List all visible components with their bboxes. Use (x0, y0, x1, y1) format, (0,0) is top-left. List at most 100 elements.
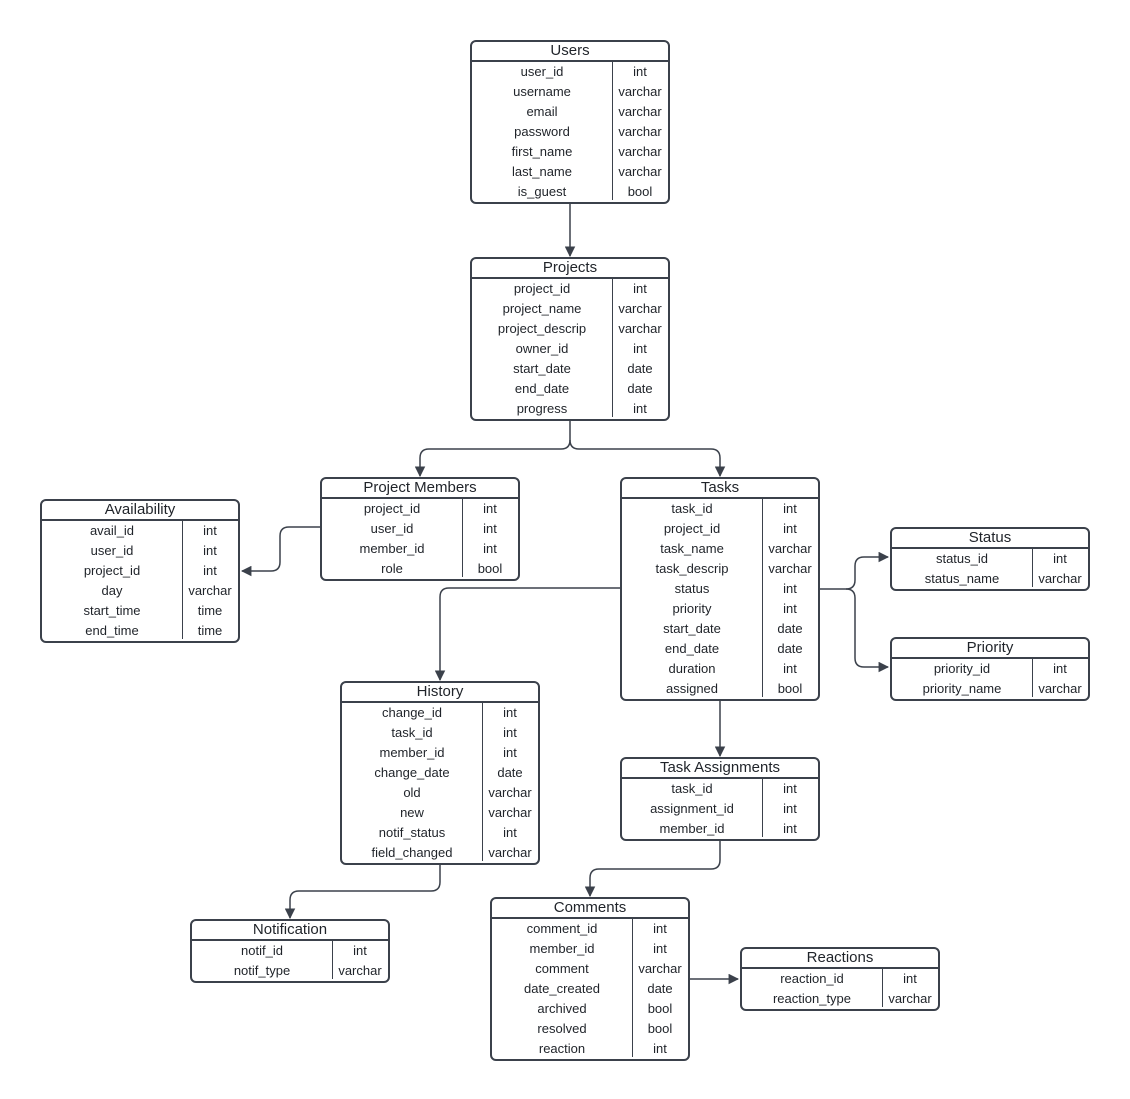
field-name: assigned (665, 681, 719, 696)
field-type: int (203, 563, 217, 578)
field-name: project_id (663, 521, 721, 536)
table-title: Reactions (742, 949, 938, 969)
field-name: email (526, 104, 558, 119)
field-type: varchar (618, 144, 662, 159)
column-divider (332, 941, 333, 979)
field-type: int (483, 501, 497, 516)
field-name: project_id (83, 563, 141, 578)
field-type: int (483, 541, 497, 556)
field-type: varchar (488, 785, 532, 800)
column-divider (482, 703, 483, 861)
field-type: varchar (618, 321, 662, 336)
column-divider (1032, 659, 1033, 697)
field-type: time (197, 623, 223, 638)
field-name: priority_id (933, 661, 991, 676)
field-name: member_id (529, 941, 595, 956)
field-type: varchar (618, 124, 662, 139)
field-type: int (503, 725, 517, 740)
field-type: varchar (768, 541, 812, 556)
field-row: old varchar (342, 783, 538, 803)
field-name: status_name (924, 571, 1000, 586)
field-type: date (627, 361, 653, 376)
field-name: field_changed (371, 845, 453, 860)
field-name: end_date (664, 641, 720, 656)
column-divider (182, 521, 183, 639)
column-divider (762, 779, 763, 837)
field-type: int (903, 971, 917, 986)
field-name: start_date (663, 621, 721, 636)
field-type: int (783, 501, 797, 516)
field-name: username (513, 84, 571, 99)
field-row: reaction_id int (742, 969, 938, 989)
field-row: member_id int (492, 939, 688, 959)
field-row: password varchar (472, 122, 668, 142)
field-name: first_name (511, 144, 573, 159)
field-name: end_time (85, 623, 139, 638)
field-name: comment_id (526, 921, 598, 936)
column-divider (632, 919, 633, 1057)
field-name: reaction_id (780, 971, 844, 986)
field-name: archived (537, 1001, 587, 1016)
field-name: password (514, 124, 570, 139)
table-title: Notification (192, 921, 388, 941)
field-type: int (783, 661, 797, 676)
connector-project-members-availability (240, 526, 320, 577)
column-divider (612, 62, 613, 200)
field-type: int (653, 921, 667, 936)
field-name: status (674, 581, 710, 596)
field-type: varchar (1038, 681, 1082, 696)
field-name: task_id (391, 725, 433, 740)
field-name: old (403, 785, 421, 800)
field-row: task_id int (342, 723, 538, 743)
field-type: date (777, 621, 803, 636)
connector-tasks-history (434, 587, 620, 682)
field-type: int (203, 523, 217, 538)
field-type: int (653, 941, 667, 956)
field-type: varchar (1038, 571, 1082, 586)
field-name: duration (668, 661, 716, 676)
field-type: date (647, 981, 673, 996)
column-divider (882, 969, 883, 1007)
field-name: start_date (513, 361, 571, 376)
field-type: int (633, 341, 647, 356)
field-name: user_id (370, 521, 414, 536)
field-type: int (503, 745, 517, 760)
field-name: role (381, 561, 403, 576)
field-name: reaction_type (772, 991, 852, 1006)
field-name: member_id (659, 821, 725, 836)
field-type: varchar (638, 961, 682, 976)
table-title: Comments (492, 899, 688, 919)
